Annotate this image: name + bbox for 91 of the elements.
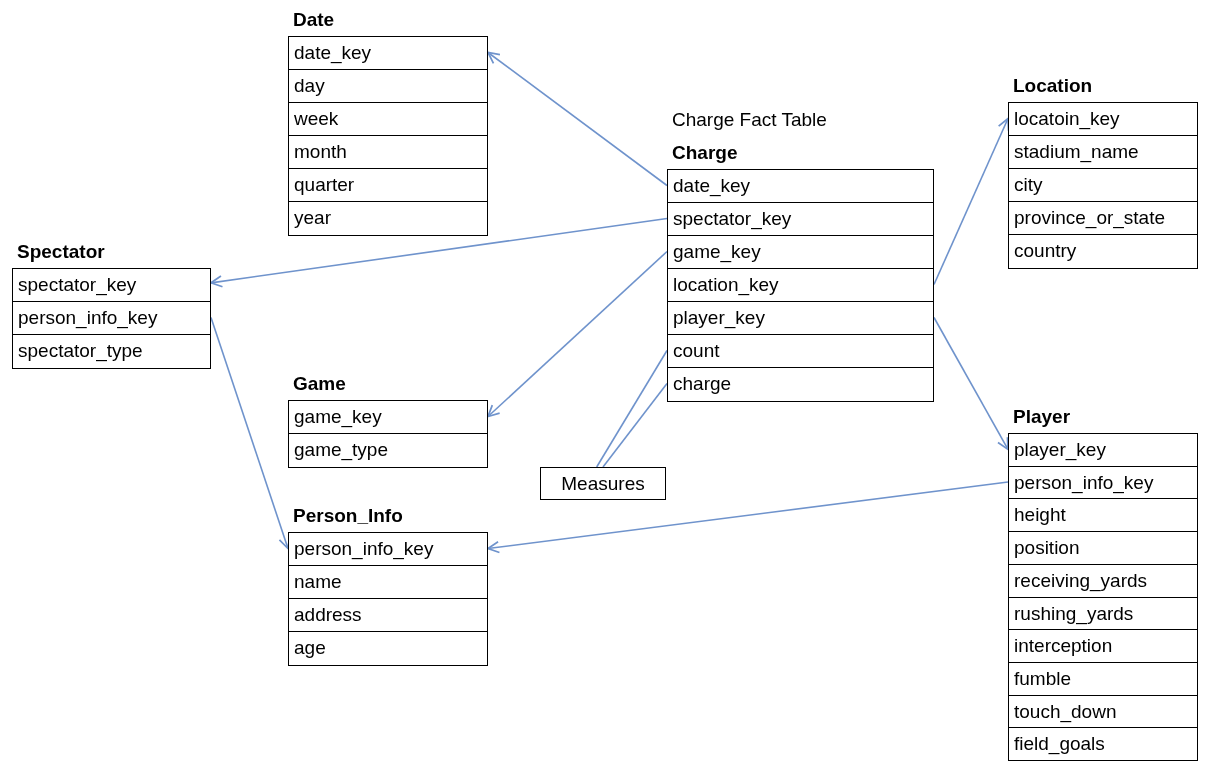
table-row xyxy=(288,201,488,236)
table-row xyxy=(288,168,488,203)
field-name: person_info_key xyxy=(18,307,158,330)
table-row xyxy=(288,36,488,71)
arrow xyxy=(487,51,668,187)
table-row xyxy=(288,102,488,137)
field-name: week xyxy=(294,108,339,131)
field-name: country xyxy=(1014,240,1077,263)
table-title: Spectator xyxy=(17,240,106,264)
table-title: Player xyxy=(1013,405,1072,429)
table-row xyxy=(288,532,488,567)
connector-line xyxy=(595,349,668,468)
table-row xyxy=(1008,135,1198,170)
table-title: Location xyxy=(1013,74,1094,98)
field-name: charge xyxy=(673,373,732,396)
table-row xyxy=(667,235,934,270)
table-row xyxy=(667,334,934,369)
table-row xyxy=(288,69,488,104)
field-name: touch_down xyxy=(1014,700,1117,723)
field-name: location_key xyxy=(673,274,779,297)
field-name: player_key xyxy=(1014,439,1106,462)
field-name: rushing_yards xyxy=(1014,602,1134,625)
table-row xyxy=(288,135,488,170)
field-name: fumble xyxy=(1014,668,1072,690)
table-row xyxy=(1008,629,1198,664)
field-name: game_key xyxy=(673,241,761,264)
field-name: game_key xyxy=(294,406,382,429)
field-name: locatoin_key xyxy=(1014,108,1120,131)
field-name: day xyxy=(294,75,325,98)
field-name: name xyxy=(294,571,342,594)
field-name: height xyxy=(1014,504,1066,527)
arrow xyxy=(210,217,668,288)
table-title: Date xyxy=(293,8,336,32)
table-title: Person_Info xyxy=(293,504,404,528)
table-row xyxy=(667,268,934,303)
field-name: age xyxy=(294,637,326,660)
table-row xyxy=(1008,201,1198,236)
arrow xyxy=(933,117,1010,286)
table-title: Game xyxy=(293,372,347,396)
field-name: count xyxy=(673,340,720,363)
field-name: stadium_name xyxy=(1014,141,1139,164)
table-row xyxy=(1008,596,1198,631)
field-name: person_info_key xyxy=(294,538,434,561)
connector-line xyxy=(602,382,668,468)
box-label: Measures xyxy=(561,472,645,495)
field-name: address xyxy=(294,604,362,627)
measures-box xyxy=(540,467,666,500)
table-row xyxy=(1008,727,1198,762)
table-caption: Charge Fact Table xyxy=(672,108,828,132)
field-name: spectator_key xyxy=(18,274,137,297)
table-row xyxy=(667,301,934,336)
table-row xyxy=(288,631,488,666)
field-name: quarter xyxy=(294,174,355,197)
table-row xyxy=(1008,433,1198,468)
field-name: position xyxy=(1014,537,1080,560)
field-name: year xyxy=(294,207,331,230)
field-name: receiving_yards xyxy=(1014,569,1148,592)
table-row xyxy=(667,202,934,237)
table-row xyxy=(1008,168,1198,203)
field-name: province_or_state xyxy=(1014,207,1166,230)
table-row xyxy=(12,268,211,303)
field-name: date_key xyxy=(294,42,372,65)
field-name: person_info_key xyxy=(1014,471,1154,494)
table-row xyxy=(288,400,488,435)
field-name: spectator_key xyxy=(673,208,792,231)
table-row xyxy=(667,367,934,402)
table-title: Charge xyxy=(672,141,739,165)
arrow xyxy=(487,481,1009,554)
table-row xyxy=(1008,531,1198,566)
table-row xyxy=(667,169,934,204)
field-name: spectator_type xyxy=(18,340,143,363)
field-name: date_key xyxy=(673,175,751,198)
field-name: city xyxy=(1014,174,1043,197)
field-name: month xyxy=(294,141,347,164)
table-row xyxy=(1008,563,1198,598)
field-name: interception xyxy=(1014,635,1113,658)
table-row xyxy=(12,334,211,369)
table-row xyxy=(1008,465,1198,500)
table-row xyxy=(12,301,211,336)
table-row xyxy=(1008,498,1198,533)
field-name: player_key xyxy=(673,307,765,330)
field-name: game_type xyxy=(294,439,388,462)
table-row xyxy=(288,433,488,468)
arrow xyxy=(487,250,668,418)
field-name: field_goals xyxy=(1014,733,1105,756)
table-row xyxy=(288,565,488,600)
table-row xyxy=(1008,694,1198,729)
table-row xyxy=(1008,234,1198,269)
table-row xyxy=(288,598,488,633)
arrow xyxy=(933,316,1009,451)
table-row xyxy=(1008,102,1198,137)
